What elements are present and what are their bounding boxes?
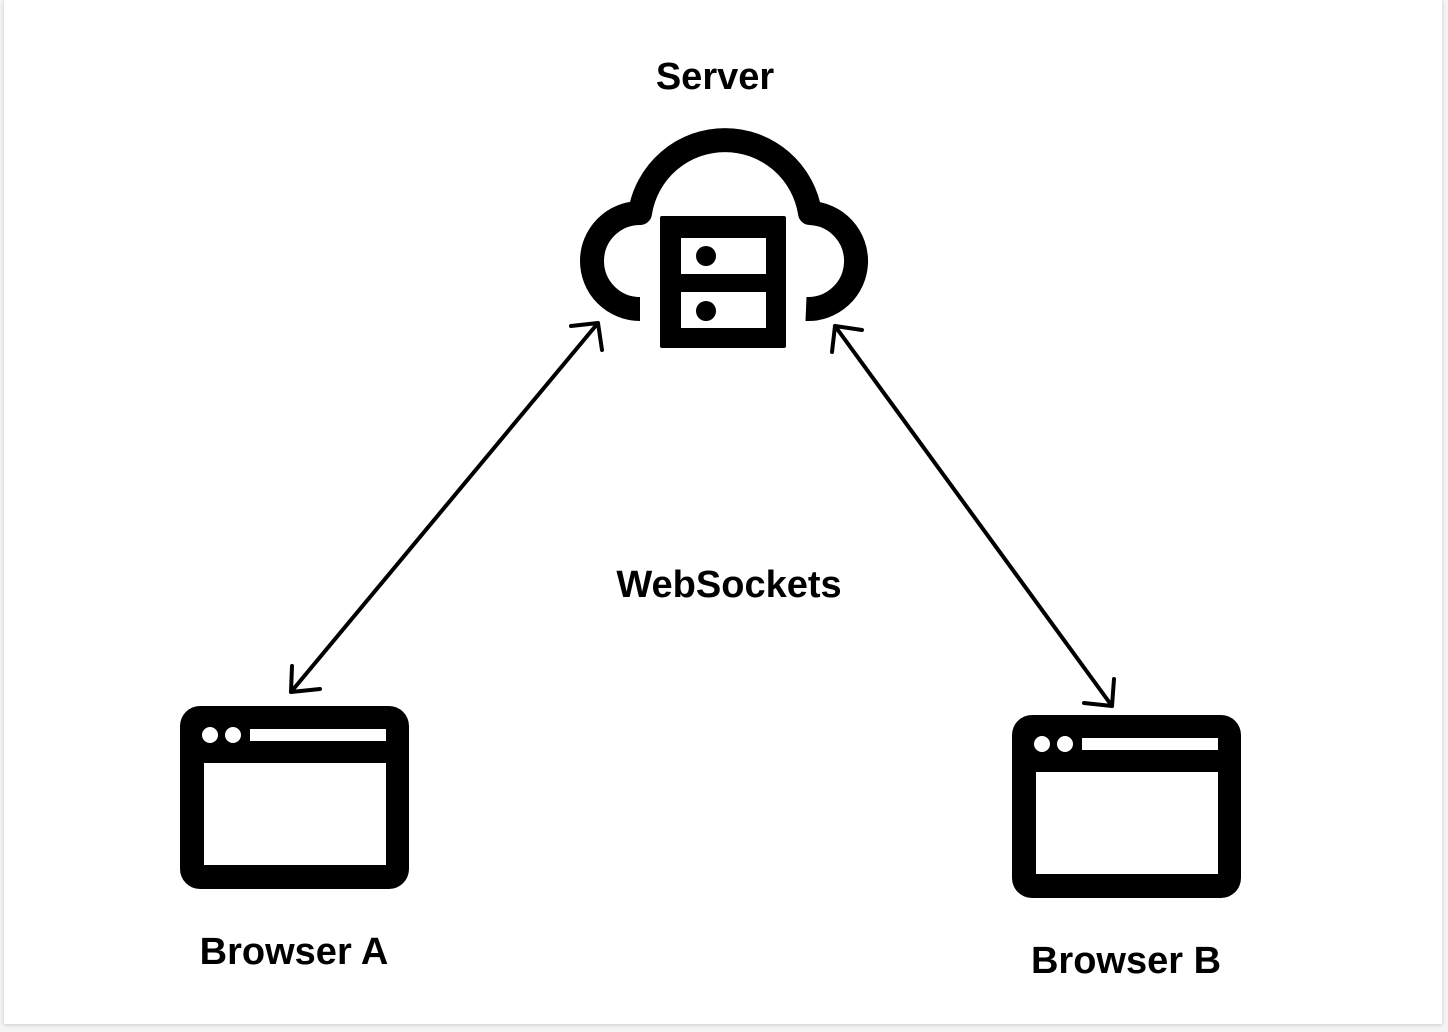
- arrowhead-browser-b-end: [1082, 677, 1116, 708]
- arrowhead-browser-a-end: [289, 664, 322, 694]
- edge-server-browser-a: [289, 321, 604, 694]
- diagram-graphics: [180, 128, 1241, 898]
- arrowhead-server-end: [830, 324, 864, 354]
- connection-label: WebSockets: [616, 564, 842, 606]
- browser-b-label: Browser B: [1030, 940, 1222, 982]
- diagram-canvas: Server WebSockets Browser A Browser B: [4, 0, 1442, 1024]
- browser-window-icon-a: [180, 706, 409, 889]
- server-label: Server: [655, 56, 775, 98]
- arrowhead-server-end: [569, 321, 604, 352]
- browser-a-label: Browser A: [199, 931, 389, 973]
- browser-window-icon-b: [1012, 715, 1241, 898]
- edge-server-browser-b: [830, 324, 1116, 708]
- cloud-server-icon: [580, 128, 869, 348]
